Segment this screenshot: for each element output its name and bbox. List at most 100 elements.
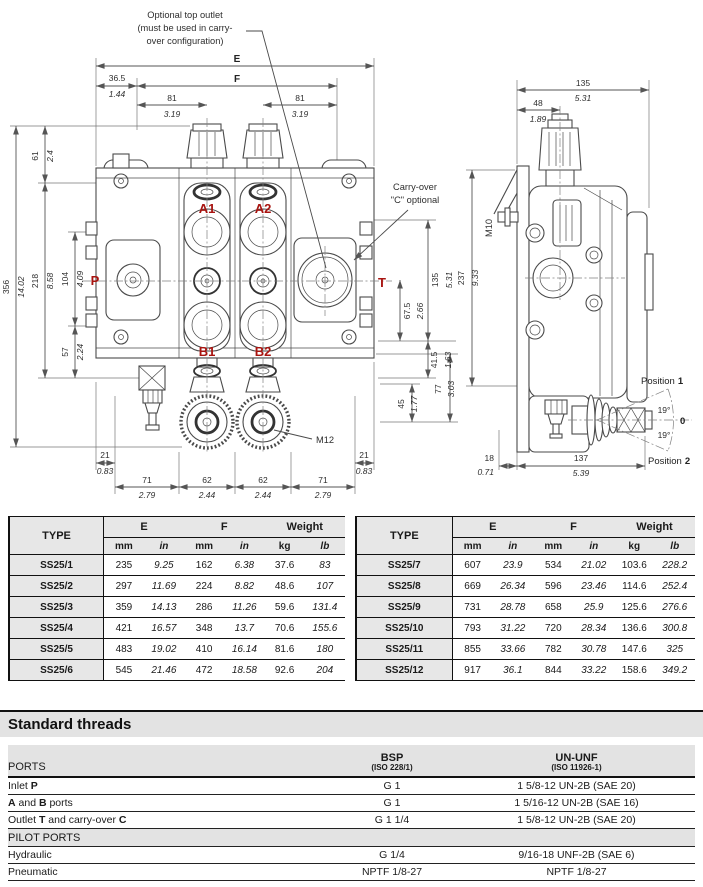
row-label: Pneumatic	[8, 863, 326, 881]
note-carry-over-line2: "C" optional	[391, 195, 439, 205]
threads-row-outlet: Outlet T and carry-over C G 1 1/4 1 5/8-…	[8, 811, 695, 829]
cell-type: SS25/6	[9, 659, 105, 681]
cell-type: SS25/12	[356, 659, 453, 681]
dim-81L-in: 3.19	[164, 109, 181, 119]
dim-36-5-mm: 36.5	[109, 73, 126, 83]
dim-57-in: 2.24	[75, 343, 85, 361]
col-e-mm: mm	[452, 537, 493, 555]
dim-237-in: 9.33	[470, 269, 480, 286]
cell-type: SS25/11	[356, 638, 453, 660]
dim-21L-mm: 21	[100, 450, 110, 460]
col-ports: PORTS	[8, 745, 326, 778]
col-E: E	[103, 516, 185, 538]
dim-21R-in: 0.83	[356, 466, 373, 476]
dimensional-drawing: Optional top outlet (must be used in car…	[1, 10, 692, 500]
col-f-mm: mm	[184, 537, 225, 555]
cell-type: SS25/2	[9, 575, 105, 597]
col-e-mm: mm	[103, 537, 144, 555]
note-top-outlet-line2: (must be used in carry-	[137, 23, 232, 33]
dim-71L-in: 2.79	[138, 490, 156, 500]
dim-71R-in: 2.79	[314, 490, 332, 500]
m10-label: M10	[484, 219, 494, 237]
col-F: F	[184, 516, 265, 538]
col-bsp: BSP(ISO 228/1)	[326, 745, 458, 778]
row-label: Inlet P	[8, 777, 326, 795]
dim-18-mm: 18	[485, 453, 495, 463]
dim-62L-in: 2.44	[198, 490, 216, 500]
col-weight: Weight	[264, 516, 345, 538]
table-header-row: TYPE E F Weight	[356, 516, 695, 555]
dim-218-in: 8.58	[45, 272, 55, 289]
dim-77-mm: 77	[433, 384, 443, 394]
dim-side-135-in: 5.31	[575, 93, 592, 103]
m12-label: M12	[316, 435, 334, 445]
col-lb: lb	[304, 537, 345, 555]
table-header-row: TYPE E F Weight	[9, 516, 345, 555]
dim-45-mm: 45	[396, 399, 406, 409]
side-valve-body	[493, 106, 692, 453]
dim-57-mm: 57	[60, 347, 70, 357]
dim-36-5-in: 1.44	[109, 89, 126, 99]
dim-62L-mm: 62	[202, 475, 212, 485]
dim-71L-mm: 71	[142, 475, 152, 485]
bsp-value: G 1 1/4	[326, 811, 458, 829]
dim-41-5-mm: 41.5	[429, 351, 439, 368]
port-label-T: T	[378, 275, 386, 290]
dim-61-mm: 61	[30, 151, 40, 161]
front-dimension-lines	[13, 63, 453, 490]
dim-356-mm: 356	[1, 280, 11, 294]
row-label: Hydraulic	[8, 846, 326, 864]
threads-header-row: PORTS BSP(ISO 228/1) UN-UNF(ISO 11926-1)	[8, 745, 695, 778]
cell-type: SS25/1	[9, 554, 105, 576]
dim-81R-mm: 81	[295, 93, 305, 103]
dim-62R-mm: 62	[258, 475, 268, 485]
dim-137-in: 5.39	[573, 468, 590, 478]
dim-61-in: 2.4	[45, 150, 55, 163]
threads-row-pneumatic: Pneumatic NPTF 1/8-27 NPTF 1/8-27	[8, 863, 695, 881]
row-label: A and B ports	[8, 794, 326, 812]
col-type: TYPE	[9, 516, 105, 555]
port-label-B2: B2	[255, 344, 272, 359]
angle-up-label: 19°	[658, 405, 671, 415]
note-carry-over-line1: Carry-over	[393, 182, 437, 192]
unf-value: 9/16-18 UNF-2B (SAE 6)	[458, 846, 695, 864]
bsp-value: G 1	[326, 777, 458, 795]
front-view-drawing: Optional top outlet (must be used in car…	[1, 10, 458, 500]
col-E: E	[452, 516, 534, 538]
dim-18-in: 0.71	[477, 467, 494, 477]
col-F: F	[533, 516, 615, 538]
threads-row-hydraulic: Hydraulic G 1/4 9/16-18 UNF-2B (SAE 6)	[8, 846, 695, 864]
col-lb: lb	[654, 537, 695, 555]
bsp-value: G 1/4	[326, 846, 458, 864]
dim-77-in: 3.03	[446, 380, 456, 397]
zero-position-label: 0	[680, 416, 685, 427]
dim-218-mm: 218	[30, 274, 40, 288]
unf-value: 1 5/16-12 UN-2B (SAE 16)	[458, 794, 695, 812]
row-label: Outlet T and carry-over C	[8, 811, 326, 829]
dim-237-mm: 237	[456, 271, 466, 285]
side-dimension-lines	[469, 87, 649, 469]
port-label-A1: A1	[199, 201, 216, 216]
side-view-drawing: 135 5.31 48 1.89 237 9.33 M10 18 0.71 13…	[456, 78, 692, 478]
dim-135-in: 5.31	[444, 271, 454, 288]
angle-down-label: 19°	[658, 430, 671, 440]
standard-threads-section: Standard threads PORTS BSP(ISO 228/1) UN…	[0, 710, 703, 881]
col-type: TYPE	[356, 516, 453, 555]
dim-137-mm: 137	[574, 453, 588, 463]
col-f-mm: mm	[533, 537, 574, 555]
standard-threads-table: PORTS BSP(ISO 228/1) UN-UNF(ISO 11926-1)…	[8, 745, 695, 881]
dim-67-5-in: 2.66	[415, 302, 425, 320]
cell-type: SS25/3	[9, 596, 105, 618]
bsp-value: G 1	[326, 794, 458, 812]
threads-row-pilot-ports: PILOT PORTS	[8, 828, 695, 847]
